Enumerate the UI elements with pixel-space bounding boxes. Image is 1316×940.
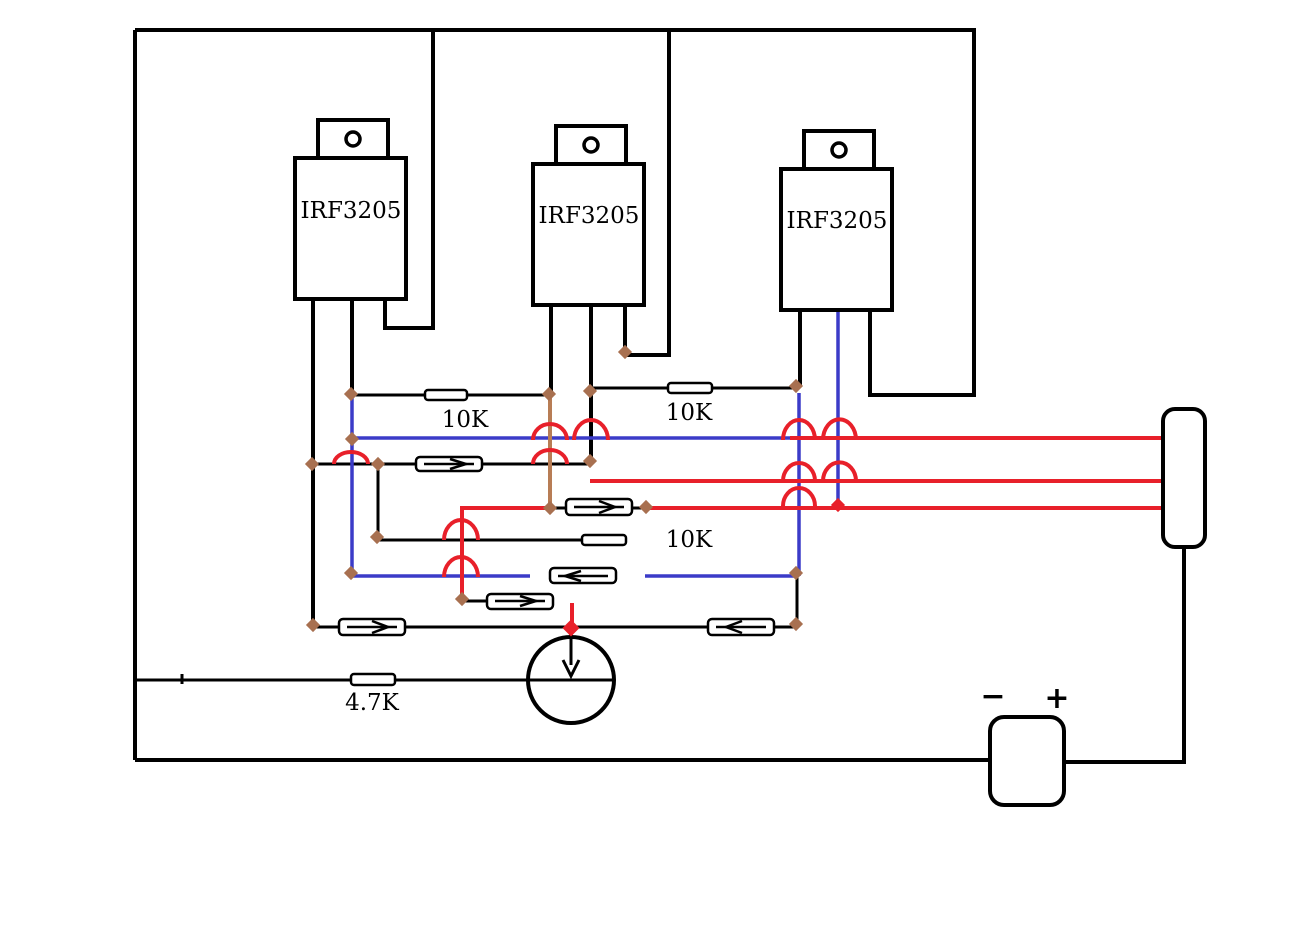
diodes: [337, 455, 776, 637]
battery-minus-label: −: [980, 679, 1005, 714]
resistor-3: [580, 533, 628, 547]
transistor-1: IRF3205: [293, 118, 408, 301]
transistor-2: IRF3205: [531, 124, 646, 307]
resistor-label: 10K: [442, 407, 489, 433]
battery: − +: [980, 679, 1070, 807]
diode-5: [337, 617, 407, 637]
frame-wires: [133, 28, 1186, 764]
resistor-4: [349, 672, 397, 687]
battery-plus-label: +: [1044, 681, 1069, 716]
transistor-3: IRF3205: [779, 129, 894, 312]
resistor-label: 10K: [666, 400, 713, 426]
red-junction-dots: [562, 497, 846, 637]
mounting-hole-icon: [582, 136, 600, 154]
transistor-label: IRF3205: [301, 198, 402, 224]
resistor-labels: 10K 10K 10K 4.7K: [345, 400, 713, 716]
resistor-2: [666, 381, 714, 395]
diode-2: [564, 497, 634, 517]
transistor-label: IRF3205: [539, 203, 640, 229]
mounting-hole-icon: [830, 141, 848, 159]
red-wires: [460, 436, 1162, 655]
motor-connector: [1161, 407, 1207, 549]
blue-wires: [350, 310, 840, 578]
diode-6: [706, 617, 776, 637]
resistor-1: [423, 388, 469, 402]
diode-4: [485, 592, 555, 611]
junction-dots: [304, 344, 804, 633]
resistor-label: 4.7K: [345, 690, 400, 716]
diode-3: [548, 566, 618, 585]
mounting-hole-icon: [344, 130, 362, 148]
diode-1: [414, 455, 484, 473]
hall-sensor: [526, 635, 616, 725]
resistor-label: 10K: [666, 527, 713, 553]
wire-crossovers: [332, 417, 858, 578]
transistor-label: IRF3205: [787, 208, 888, 234]
resistors: [349, 381, 714, 687]
